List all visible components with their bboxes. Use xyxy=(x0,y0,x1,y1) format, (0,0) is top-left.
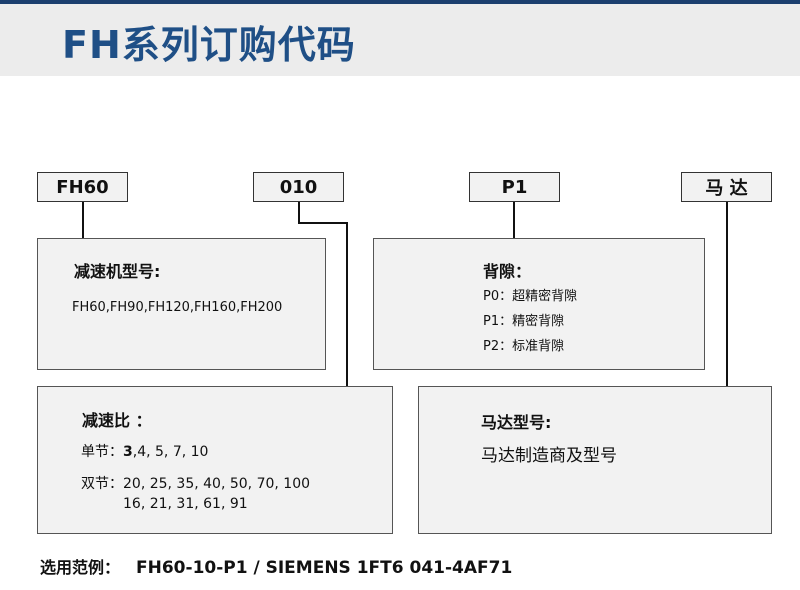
motor-panel: 马达型号: 马达制造商及型号 xyxy=(418,386,772,534)
motor-heading: 马达型号: xyxy=(481,413,552,432)
ratio-single-row: 单节：3,4, 5, 7, 10 xyxy=(81,441,208,461)
connector-ratio-horizontal xyxy=(298,222,348,224)
ratio-heading: 减速比 ： xyxy=(82,411,152,430)
ratio-panel: 减速比 ： 单节：3,4, 5, 7, 10 双节：20, 25, 35, 40… xyxy=(37,386,393,534)
order-example: 选用范例： FH60-10-P1 / SIEMENS 1FT6 041-4AF71 xyxy=(40,554,512,578)
reducer-model-panel: 减速机型号: FH60,FH90,FH120,FH160,FH200 xyxy=(37,238,326,370)
ratio-double-row: 双节：20, 25, 35, 40, 50, 70, 100 xyxy=(81,473,310,493)
motor-description: 马达制造商及型号 xyxy=(481,446,617,466)
backlash-panel: 背隙： P0：超精密背隙 P1：精密背隙 P2：标准背隙 xyxy=(373,238,705,370)
example-label: 选用范例： xyxy=(40,558,121,577)
top-accent-bar xyxy=(0,0,800,4)
ratio-double-values-2: 16, 21, 31, 61, 91 xyxy=(123,496,248,512)
connector-motor xyxy=(726,202,728,387)
reducer-model-heading: 减速机型号: xyxy=(74,262,161,281)
code-box-backlash: P1 xyxy=(469,172,560,202)
connector-model xyxy=(82,202,84,239)
ratio-double-values-1: 20, 25, 35, 40, 50, 70, 100 xyxy=(123,476,311,492)
ratio-single-first: 3 xyxy=(123,444,133,460)
ratio-single-values: ,4, 5, 7, 10 xyxy=(132,444,209,460)
code-box-motor: 马 达 xyxy=(681,172,772,202)
backlash-option-p1: P1：精密背隙 xyxy=(483,314,565,329)
reducer-model-list: FH60,FH90,FH120,FH160,FH200 xyxy=(72,300,283,315)
page-title: FH系列订购代码 xyxy=(62,23,356,67)
header-band: FH系列订购代码 xyxy=(0,4,800,76)
ratio-double-label: 双节： xyxy=(81,476,123,492)
connector-ratio-down xyxy=(346,222,348,387)
connector-backlash xyxy=(513,202,515,239)
ratio-single-label: 单节： xyxy=(81,444,123,460)
code-box-ratio: 010 xyxy=(253,172,344,202)
backlash-option-p0: P0：超精密背隙 xyxy=(483,289,578,304)
example-value: FH60-10-P1 / SIEMENS 1FT6 041-4AF71 xyxy=(136,558,513,578)
connector-ratio-drop xyxy=(298,202,300,224)
code-box-model: FH60 xyxy=(37,172,128,202)
backlash-option-p2: P2：标准背隙 xyxy=(483,339,565,354)
backlash-heading: 背隙： xyxy=(483,262,532,281)
